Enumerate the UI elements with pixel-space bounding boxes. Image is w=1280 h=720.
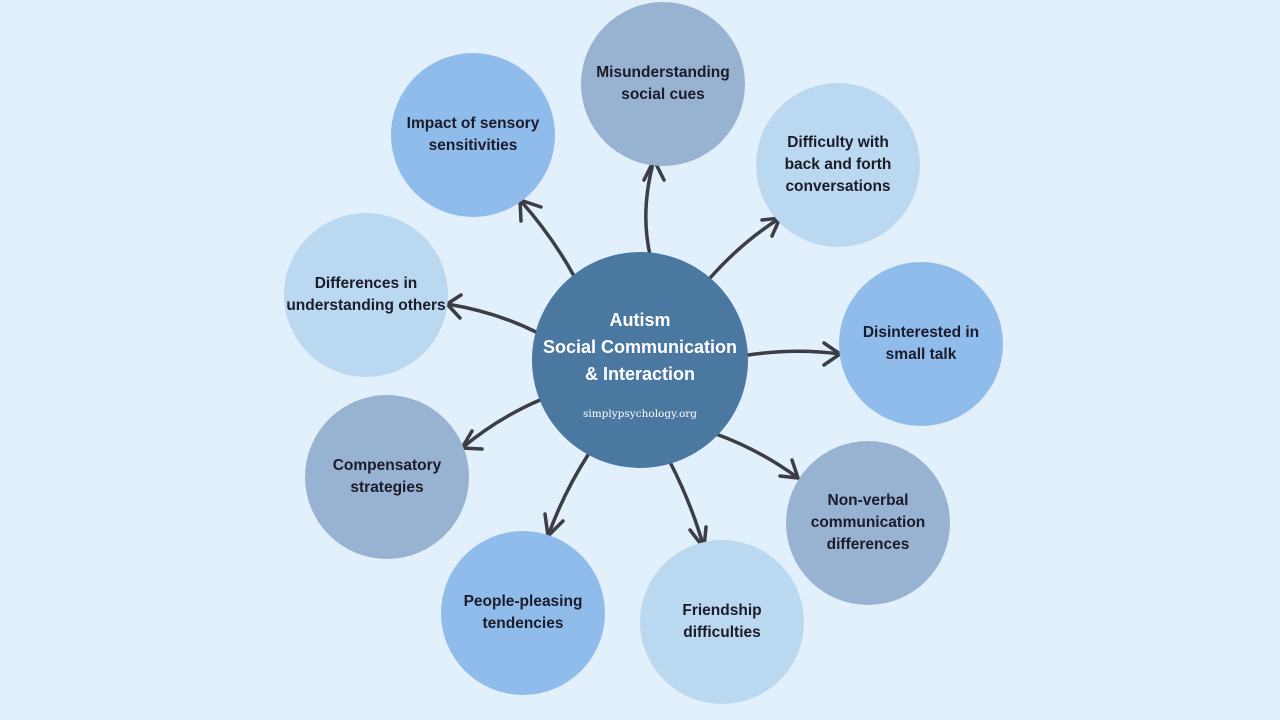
arrow-to-friendship-difficulties	[668, 460, 708, 550]
hub-title-line-2: Social Communication	[542, 336, 738, 357]
node-non-verbal-differences: Non-verbal communication differences	[786, 441, 950, 605]
arrow-shaft	[644, 158, 656, 257]
node-label: Non-verbal communication differences	[810, 492, 926, 553]
arrow-to-differences-understanding-others	[445, 293, 538, 334]
node-label: Compensatory strategies	[332, 457, 442, 496]
arrow-shaft	[708, 216, 782, 280]
node-label: Disinterested in small talk	[862, 324, 980, 363]
node-label: Impact of sensory sensitivities	[406, 115, 540, 154]
node-label: People-pleasing tendencies	[463, 593, 583, 632]
arrow-to-disinterested-small-talk	[746, 341, 842, 367]
node-people-pleasing: People-pleasing tendencies	[441, 531, 605, 695]
arrow-shaft	[546, 453, 590, 538]
node-misunderstanding-social-cues: Misunderstanding social cues	[581, 2, 745, 166]
arrow-to-people-pleasing	[543, 453, 590, 538]
hub-title: Autism Social Communication & Interactio…	[543, 307, 737, 388]
arrow-shaft	[714, 432, 800, 480]
node-label: Friendship difficulties	[682, 602, 762, 641]
arrow-to-misunderstanding-social-cues	[642, 158, 666, 257]
node-disinterested-small-talk: Disinterested in small talk	[839, 262, 1003, 426]
node-compensatory-strategies: Compensatory strategies	[305, 395, 469, 559]
node-label: Difficulty with back and forth conversat…	[784, 134, 892, 195]
arrow-to-non-verbal-differences	[714, 432, 800, 480]
arrow-to-difficulty-back-and-forth	[708, 216, 782, 280]
arrow-to-compensatory-strategies	[460, 398, 542, 451]
hub-title-line-1: Autism	[609, 309, 671, 330]
arrow-shaft	[518, 198, 576, 278]
node-label: Differences in understanding others	[286, 275, 446, 314]
arrow-shaft	[445, 302, 538, 334]
hub-source-watermark: simplypsychology.org	[582, 407, 698, 420]
arrow-shaft	[668, 460, 706, 550]
node-sensory-sensitivities: Impact of sensory sensitivities	[391, 53, 555, 217]
arrow-shaft	[746, 349, 842, 357]
arrow-to-sensory-sensitivities	[518, 198, 576, 278]
node-difficulty-back-and-forth: Difficulty with back and forth conversat…	[756, 83, 920, 247]
node-differences-understanding-others: Differences in understanding others	[284, 213, 448, 377]
hub-title-line-3: & Interaction	[584, 363, 695, 384]
central-hub-circle: Autism Social Communication & Interactio…	[532, 252, 748, 468]
node-label: Misunderstanding social cues	[596, 64, 730, 103]
node-friendship-difficulties: Friendship difficulties	[640, 540, 804, 704]
arrow-shaft	[460, 398, 542, 450]
